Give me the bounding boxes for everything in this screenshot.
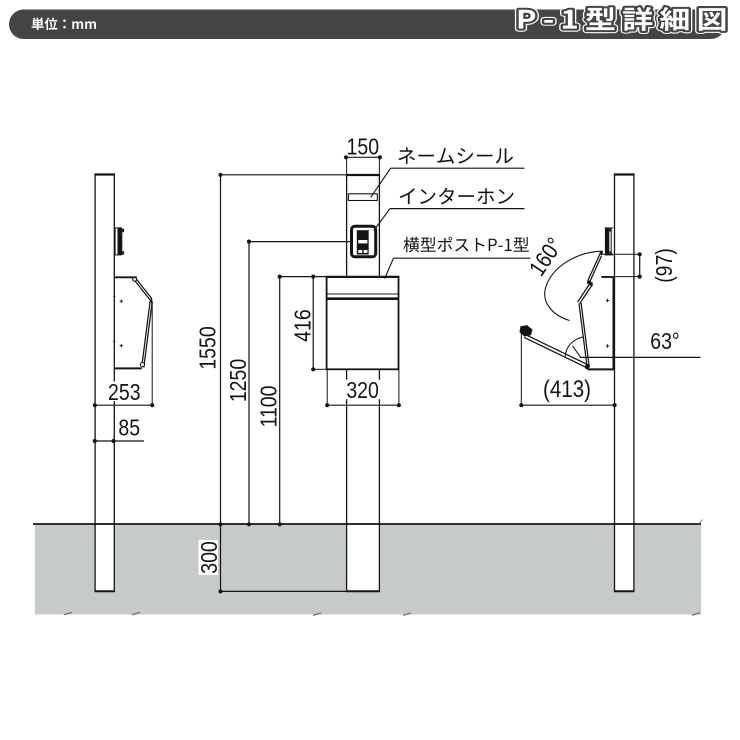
- svg-text:300: 300: [196, 541, 222, 574]
- svg-text:85: 85: [118, 415, 140, 441]
- svg-text:1550: 1550: [195, 326, 221, 369]
- svg-text:416: 416: [290, 309, 316, 341]
- svg-text:1250: 1250: [225, 359, 251, 402]
- svg-text:150: 150: [347, 134, 380, 160]
- svg-text:320: 320: [346, 377, 379, 403]
- svg-text:160°: 160°: [525, 234, 568, 281]
- svg-text:(97): (97): [651, 248, 677, 283]
- svg-text:(413): (413): [543, 375, 591, 402]
- svg-text:1100: 1100: [256, 385, 282, 427]
- svg-text:253: 253: [108, 379, 140, 405]
- svg-text:63°: 63°: [650, 328, 679, 354]
